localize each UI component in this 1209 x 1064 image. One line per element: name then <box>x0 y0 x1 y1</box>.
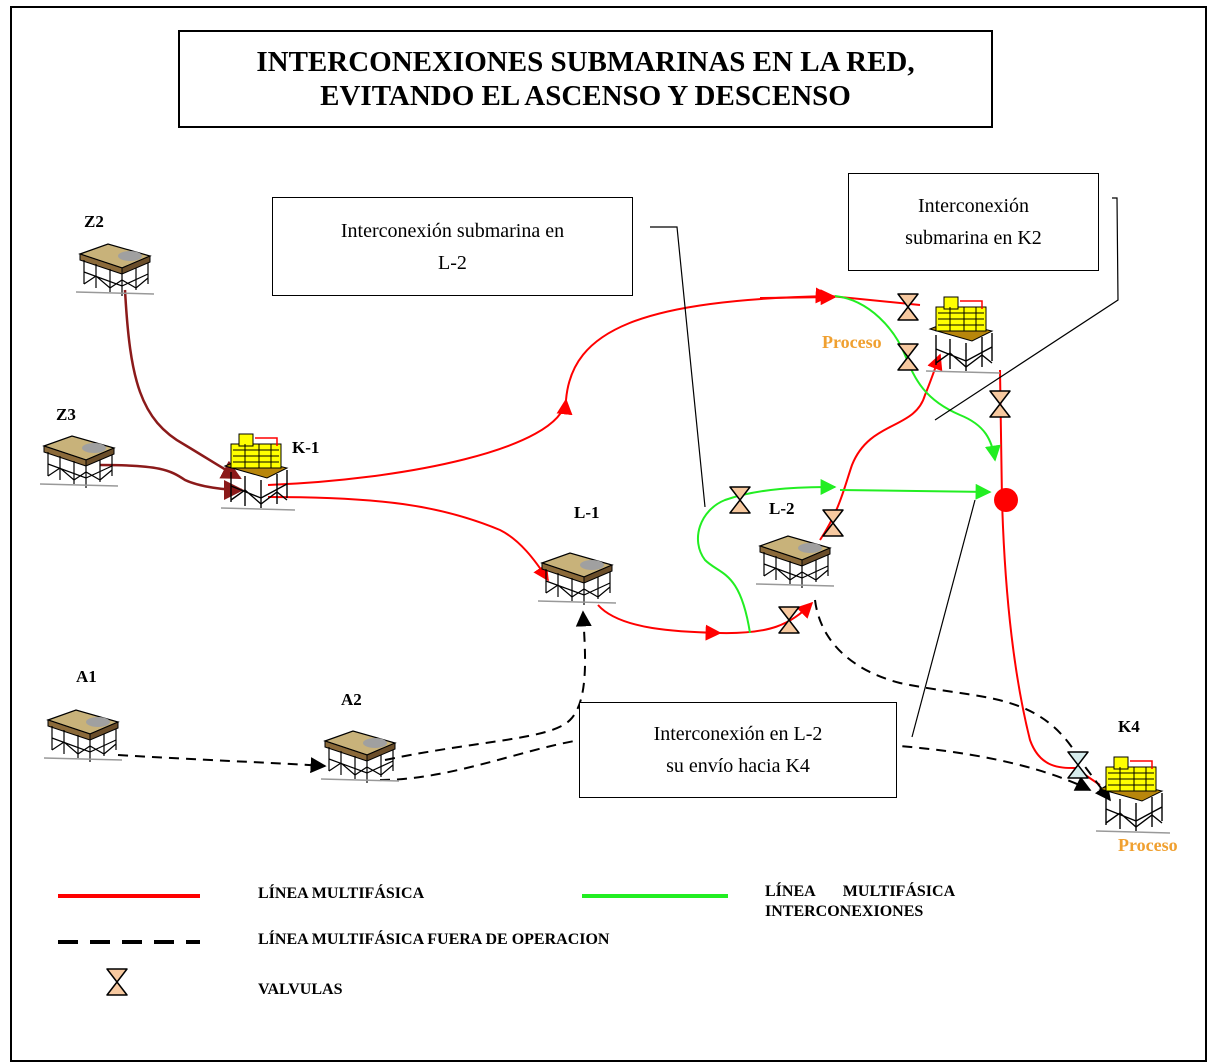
platform-z2 <box>75 243 155 297</box>
label-z2: Z2 <box>84 212 104 231</box>
valve-icon <box>729 486 751 514</box>
interconnect-l2-loop <box>696 479 837 634</box>
leader-l2-k4-callout <box>911 499 976 738</box>
line-l1-l2 <box>597 604 722 641</box>
callout-text: su envío hacia K4 <box>666 755 810 777</box>
legend-valves: VALVULAS <box>258 981 343 998</box>
line-k2-k4 <box>999 369 1101 786</box>
line-z2-k1 <box>123 289 242 480</box>
callout-k2-submarine: Interconexión submarina en K2 <box>848 173 1099 271</box>
legend-interconnections-line2: INTERCONEXIONES <box>765 903 924 920</box>
title-line-1: INTERCONEXIONES SUBMARINAS EN LA RED, <box>256 46 915 78</box>
valve-icon <box>778 606 800 634</box>
legend-multiphase: LÍNEA MULTIFÁSICA <box>258 885 425 902</box>
label-process-k2: Proceso <box>822 332 882 352</box>
legend-valve-icon <box>106 968 128 996</box>
valve-icon <box>897 343 919 371</box>
junction-node <box>994 488 1018 512</box>
leader-l2-callout <box>650 226 706 508</box>
interconnect-k2-loop <box>834 295 1001 462</box>
label-k4: K4 <box>1118 717 1140 736</box>
callout-l2-submarine: Interconexión submarina en L-2 <box>272 197 633 296</box>
label-k1: K-1 <box>292 438 320 457</box>
leader-k2-callout <box>934 197 1119 421</box>
legend-interconnections: LÍNEA MULTIFÁSICA INTERCONEXIONES <box>765 882 955 922</box>
valve-closed-icon <box>1067 751 1089 779</box>
label-z3: Z3 <box>56 405 76 424</box>
platform-z3 <box>39 435 119 489</box>
line-l1-l2-b <box>719 601 814 635</box>
legend-out-of-service: LÍNEA MULTIFÁSICA FUERA DE OPERACION <box>258 931 610 948</box>
line-k1-k2 <box>267 287 921 486</box>
label-a2: A2 <box>341 690 362 709</box>
line-k1-k2-arrow <box>759 289 837 306</box>
oos-a1-a2 <box>117 754 327 774</box>
callout-text: Interconexión en L-2 <box>653 723 823 745</box>
oos-a2-l1 <box>384 610 592 761</box>
line-l2-k2 <box>819 353 943 541</box>
label-l1: L-1 <box>574 503 600 522</box>
callout-text: L-2 <box>438 251 467 274</box>
diagram-frame <box>10 6 1207 1062</box>
oos-l2-k4 <box>814 599 1111 802</box>
label-a1: A1 <box>76 667 97 686</box>
legend-interconnections-line1: LÍNEA MULTIFÁSICA <box>765 883 956 900</box>
interconnect-l2-k4 <box>839 483 992 500</box>
valve-icon <box>897 293 919 321</box>
diagram-title: INTERCONEXIONES SUBMARINAS EN LA RED, EV… <box>178 30 993 128</box>
callout-text: submarina en K2 <box>905 227 1042 249</box>
platform-k2 <box>925 296 1001 374</box>
platform-a2 <box>320 730 400 784</box>
platform-a1 <box>43 709 123 763</box>
valve-icon <box>822 509 844 537</box>
line-z3-k1 <box>99 463 244 500</box>
line-k1-l1 <box>267 496 549 582</box>
label-l2: L-2 <box>769 499 795 518</box>
platform-k1 <box>220 433 296 511</box>
callout-text: Interconexión submarina en <box>340 219 565 242</box>
callout-l2-to-k4: Interconexión en L-2 su envío hacia K4 <box>579 702 897 798</box>
label-process-k4: Proceso <box>1118 835 1178 855</box>
title-line-2: EVITANDO EL ASCENSO Y DESCENSO <box>320 80 851 112</box>
platform-l1 <box>537 552 617 606</box>
callout-text: Interconexión <box>917 195 1030 217</box>
valve-icon <box>989 390 1011 418</box>
platform-l2 <box>755 535 835 589</box>
